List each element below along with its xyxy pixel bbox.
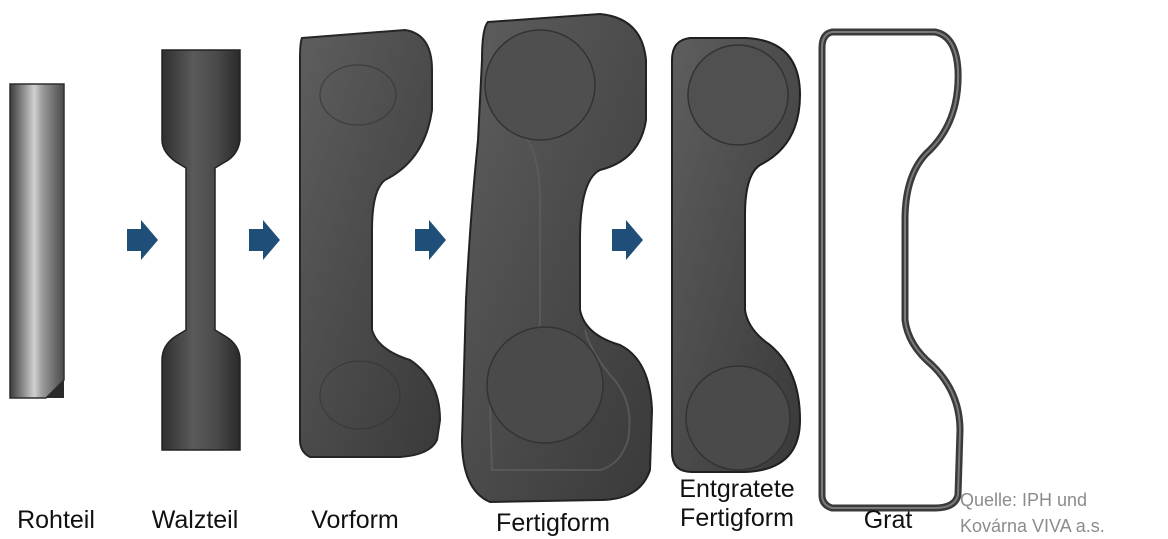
walzteil-part — [162, 50, 240, 450]
source-credit-line-1: Quelle: IPH und — [960, 487, 1105, 513]
process-arrow-1 — [127, 220, 158, 260]
fertigform-part — [462, 14, 652, 502]
label-fertigform: Fertigform — [478, 509, 628, 538]
label-rohteil: Rohteil — [8, 506, 104, 535]
source-credit-line-2: Kovárna VIVA a.s. — [960, 513, 1105, 539]
label-walzteil: Walzteil — [140, 506, 250, 535]
rohteil-part — [10, 84, 64, 398]
label-grat: Grat — [848, 506, 928, 535]
process-arrow-2 — [249, 220, 280, 260]
entgratete-fertigform-part — [672, 38, 800, 472]
process-arrow-3 — [415, 220, 446, 260]
source-credit: Quelle: IPH und Kovárna VIVA a.s. — [960, 487, 1105, 539]
label-entgratete-fertigform: Entgratete Fertigform — [662, 475, 812, 533]
label-vorform: Vorform — [300, 506, 410, 535]
process-arrow-4 — [612, 220, 643, 260]
grat-part — [822, 32, 960, 508]
